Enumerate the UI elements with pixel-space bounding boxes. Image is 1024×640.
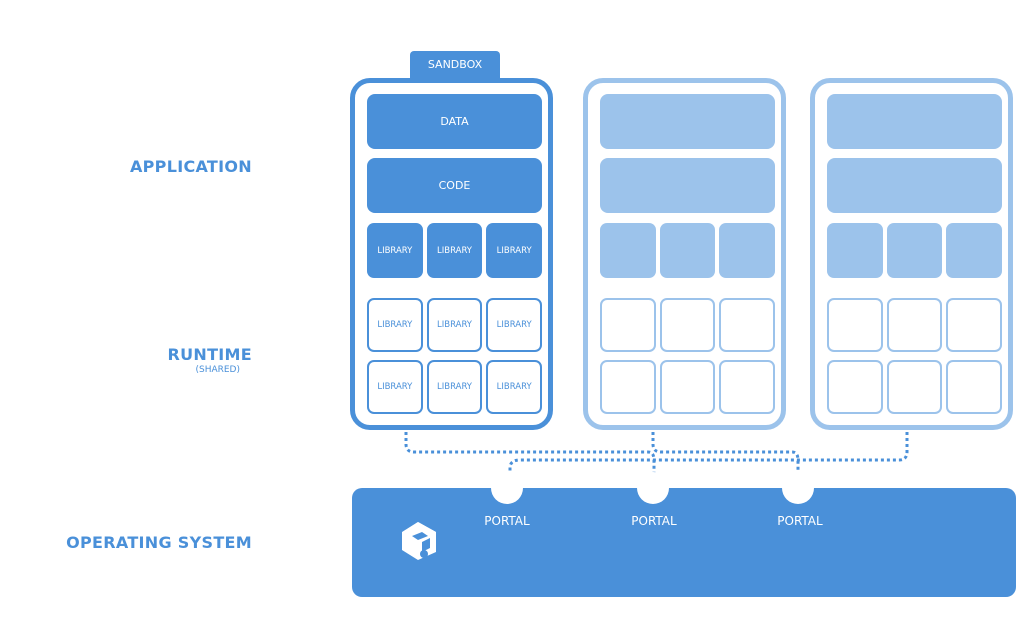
app-library-row: [600, 223, 776, 278]
application-layer-label: APPLICATION: [129, 157, 252, 176]
runtime-library: [600, 360, 656, 414]
app-library: [600, 223, 656, 278]
data-block: [827, 94, 1002, 149]
app-library: [886, 223, 943, 278]
os-layer-label: OPERATING SYSTEM: [66, 533, 252, 552]
app-library-row: LIBRARY LIBRARY LIBRARY: [367, 223, 543, 278]
sandbox-tab: SANDBOX: [410, 51, 500, 78]
app-library: [659, 223, 716, 278]
runtime-shared-note: (SHARED): [195, 365, 240, 375]
app-library: LIBRARY: [367, 223, 423, 278]
runtime-library: LIBRARY: [426, 298, 483, 352]
app-library-row: [827, 223, 1003, 278]
data-block: DATA: [367, 94, 542, 149]
sandbox-active: DATA CODE LIBRARY LIBRARY LIBRARY LIBRAR…: [350, 78, 553, 430]
app-library: [946, 223, 1003, 278]
app-library: LIBRARY: [486, 223, 543, 278]
runtime-library: [719, 298, 776, 352]
runtime-layer-label: RUNTIME: [167, 345, 252, 364]
runtime-library: LIBRARY: [367, 360, 423, 414]
runtime-library: LIBRARY: [426, 360, 483, 414]
portal-dot: [782, 472, 814, 504]
code-block: [827, 158, 1002, 213]
sandbox-inactive: [810, 78, 1013, 430]
operating-system-block: [352, 488, 1016, 597]
runtime-library-row: LIBRARY LIBRARY LIBRARY: [367, 298, 543, 352]
runtime-library: LIBRARY: [367, 298, 423, 352]
runtime-library: LIBRARY: [486, 360, 543, 414]
runtime-library: [827, 360, 883, 414]
code-block: [600, 158, 775, 213]
runtime-library: LIBRARY: [486, 298, 543, 352]
runtime-library-row: [600, 298, 776, 352]
portal-label: PORTAL: [484, 514, 530, 528]
code-block: CODE: [367, 158, 542, 213]
runtime-library-row: [827, 360, 1003, 414]
runtime-library-row: LIBRARY LIBRARY LIBRARY: [367, 360, 543, 414]
runtime-library: [827, 298, 883, 352]
runtime-library: [886, 298, 943, 352]
portal-dot: [637, 472, 669, 504]
runtime-library: [946, 360, 1003, 414]
runtime-library: [886, 360, 943, 414]
runtime-library: [659, 360, 716, 414]
portal-dot: [491, 472, 523, 504]
runtime-library: [719, 360, 776, 414]
portal-label: PORTAL: [777, 514, 823, 528]
runtime-library: [659, 298, 716, 352]
app-library: [827, 223, 883, 278]
app-library: [719, 223, 776, 278]
runtime-library: [946, 298, 1003, 352]
app-library: LIBRARY: [426, 223, 483, 278]
flatpak-logo-icon: [402, 522, 436, 560]
data-block: [600, 94, 775, 149]
runtime-library-row: [600, 360, 776, 414]
sandbox-inactive: [583, 78, 786, 430]
runtime-library: [600, 298, 656, 352]
runtime-library-row: [827, 298, 1003, 352]
portal-label: PORTAL: [631, 514, 677, 528]
